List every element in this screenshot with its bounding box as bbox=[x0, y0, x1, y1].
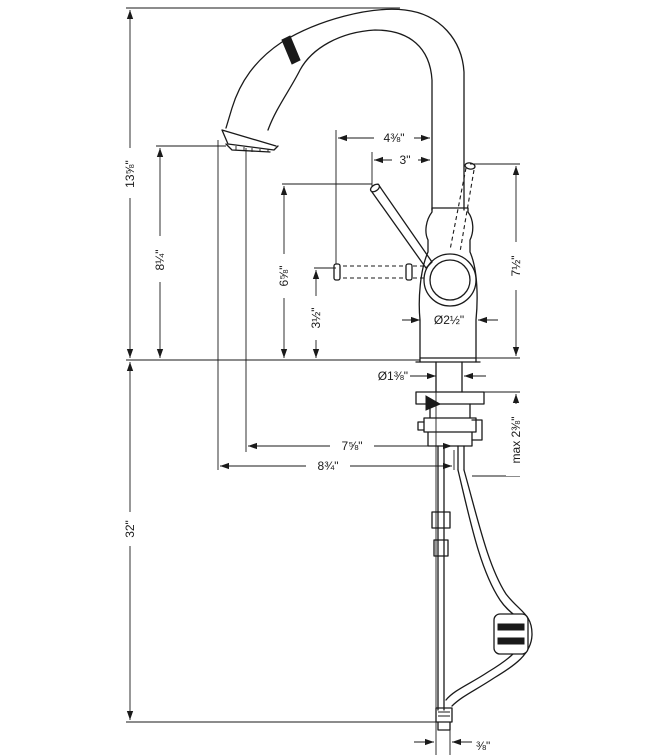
hose-length-label: 32" bbox=[123, 520, 137, 538]
pull-hose bbox=[445, 469, 533, 707]
hose-weight bbox=[493, 613, 529, 655]
handle-reach-label: 4⅜" bbox=[384, 131, 405, 145]
overall-height-label: 13⅝" bbox=[123, 160, 137, 188]
spout-ring bbox=[281, 35, 301, 65]
shank-diameter-label: Ø1⅜" bbox=[378, 369, 408, 383]
dimension-labels: 13⅝" 32" 8¼" 6⅝" 3½" 7½" max 2⅜" 4⅜" 3" … bbox=[120, 130, 526, 753]
handle-hub bbox=[423, 253, 477, 307]
handle-offset-label: 3" bbox=[400, 153, 411, 167]
extension-lines bbox=[126, 7, 520, 755]
spout-reach-label: 8¾" bbox=[318, 459, 339, 473]
shank bbox=[435, 361, 463, 393]
dimension-lines bbox=[126, 10, 520, 746]
spray-head bbox=[221, 129, 279, 153]
handle-low-height-label: 3½" bbox=[309, 308, 323, 329]
max-deck-label: max 2⅜" bbox=[509, 417, 523, 464]
handle-height-label: 6⅝" bbox=[277, 266, 291, 287]
connector-size-label: ⅜" bbox=[476, 739, 490, 753]
lever-handle bbox=[371, 183, 433, 269]
quick-connect bbox=[431, 511, 451, 557]
spout-height-label: 8¼" bbox=[153, 250, 167, 271]
spout-reach-inner-label: 7⅝" bbox=[342, 439, 363, 453]
body-diameter-label: Ø2½" bbox=[434, 313, 464, 327]
mount-nut bbox=[423, 403, 477, 447]
faucet-outline bbox=[221, 8, 533, 731]
spout-arch bbox=[225, 8, 465, 211]
escutcheon bbox=[415, 391, 485, 405]
body-height-label: 7½" bbox=[509, 256, 523, 277]
supply-tube bbox=[437, 445, 465, 711]
